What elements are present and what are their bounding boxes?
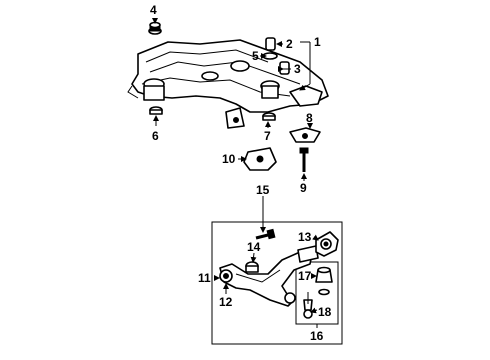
callout-11: 11 <box>198 271 211 285</box>
leader-lines <box>152 18 319 328</box>
callout-12: 12 <box>219 295 233 309</box>
part-2-bushing <box>265 37 276 51</box>
lower-arm-group-box <box>211 221 343 345</box>
callout-7: 7 <box>264 129 271 143</box>
part-13-bushing <box>315 231 339 257</box>
part-15-bolt <box>255 228 276 240</box>
part-9-bolt <box>299 147 309 172</box>
part-8-bracket <box>289 127 321 143</box>
callout-labels: 4 2 1 5 3 6 7 8 10 9 15 13 14 11 12 17 1… <box>150 3 332 343</box>
part-7-mount <box>262 112 276 121</box>
part-6-mount <box>149 106 163 115</box>
part-14-bushing <box>245 261 259 273</box>
callout-16: 16 <box>310 329 324 343</box>
callout-4: 4 <box>150 3 157 17</box>
part-10-bracket <box>243 147 277 171</box>
part-3-bushing <box>279 61 290 75</box>
part-18-ball-joint <box>303 288 330 319</box>
part-4-nut <box>148 21 162 35</box>
callout-5: 5 <box>252 49 259 63</box>
crossmember <box>127 39 329 129</box>
callout-2: 2 <box>286 37 293 51</box>
callout-1: 1 <box>314 35 321 49</box>
callout-8: 8 <box>306 111 313 125</box>
callout-18: 18 <box>318 305 332 319</box>
lower-control-arm <box>219 245 319 307</box>
callout-3: 3 <box>294 62 301 76</box>
part-17-boot <box>315 266 333 283</box>
callout-17: 17 <box>298 269 312 283</box>
callout-9: 9 <box>300 181 307 195</box>
callout-14: 14 <box>247 240 261 254</box>
callout-13: 13 <box>298 230 312 244</box>
callout-15: 15 <box>256 183 270 197</box>
callout-10: 10 <box>222 152 236 166</box>
callout-6: 6 <box>152 129 159 143</box>
